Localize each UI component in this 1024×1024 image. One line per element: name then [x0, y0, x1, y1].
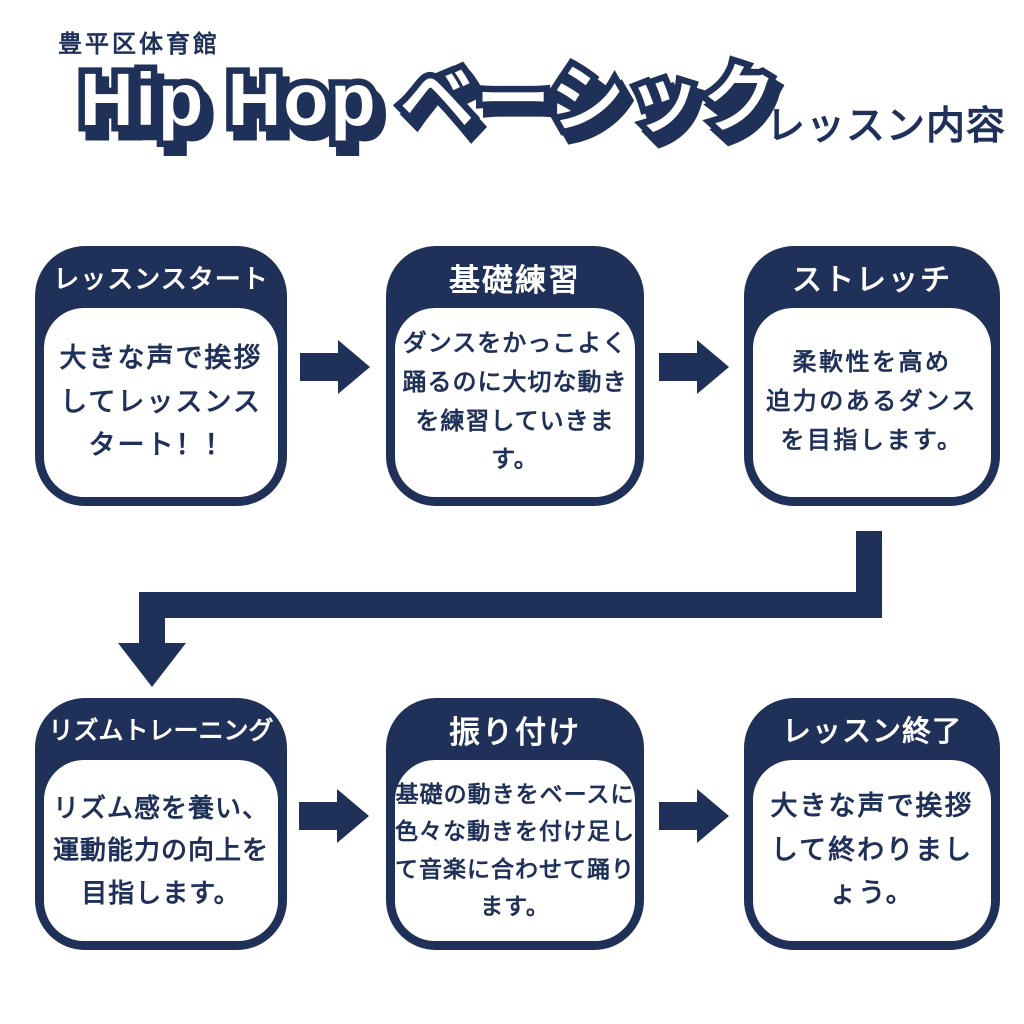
step-body: ダンスをかっこよく 踊るのに大切な動き を練習していきま す。	[402, 329, 628, 474]
step-title: 振り付け	[449, 714, 581, 750]
step-title: 基礎練習	[449, 262, 581, 298]
step-title: レッスン終了	[781, 716, 962, 748]
step-box-lesson-end: レッスン終了 大きな声で挨拶 して終わりまし ょう。	[744, 698, 1000, 950]
step-box-basic-practice: 基礎練習 ダンスをかっこよく 踊るのに大切な動き を練習していきま す。	[386, 246, 644, 506]
arrow-right-icon	[659, 789, 729, 843]
arrow-right-icon	[300, 340, 370, 394]
step-body: 柔軟性を高め 迫力のあるダンス を目指します。	[766, 349, 978, 454]
arrow-right-icon	[299, 789, 369, 843]
page-title: Hip Hop ベーシック Hip Hop ベーシック Hip Hop ベーシッ…	[74, 50, 791, 160]
step-box-lesson-start: レッスンスタート 大きな声で挨拶 してレッスンス タート！！	[35, 246, 287, 506]
page-title-fill: Hip Hop ベーシック	[80, 58, 779, 141]
step-box-choreography: 振り付け 基礎の動きをベースに 色々な動きを付け足し て音楽に合わせて踊り ます…	[386, 698, 644, 950]
step-panel: 大きな声で挨拶 してレッスンス タート！！	[44, 308, 278, 497]
step-title: ストレッチ	[792, 264, 952, 297]
page-title-suffix: レッスン内容	[766, 105, 1007, 148]
step-title: リズムトレーニング	[48, 717, 274, 745]
step-body: リズム感を養い、 運動能力の向上を 目指します。	[52, 793, 269, 908]
step-panel: リズム感を養い、 運動能力の向上を 目指します。	[44, 760, 278, 941]
arrow-right-icon	[659, 340, 729, 394]
step-box-rhythm-training: リズムトレーニング リズム感を養い、 運動能力の向上を 目指します。	[35, 698, 287, 950]
step-panel: 大きな声で挨拶 して終わりまし ょう。	[753, 760, 991, 941]
step-panel: 基礎の動きをベースに 色々な動きを付け足し て音楽に合わせて踊り ます。	[395, 760, 635, 941]
step-body: 大きな声で挨拶 してレッスンス タート！！	[59, 342, 263, 461]
step-title: レッスンスタート	[53, 263, 269, 294]
step-body: 基礎の動きをベースに 色々な動きを付け足し て音楽に合わせて踊り ます。	[395, 781, 635, 919]
step-box-stretch: ストレッチ 柔軟性を高め 迫力のあるダンス を目指します。	[744, 246, 1000, 506]
venue-label: 豊平区体育館	[58, 31, 220, 58]
page-title-shadow: Hip Hop ベーシック	[81, 61, 791, 157]
step-panel: 柔軟性を高め 迫力のあるダンス を目指します。	[753, 308, 991, 497]
step-body: 大きな声で挨拶 して終わりまし ょう。	[770, 790, 974, 909]
step-panel: ダンスをかっこよく 踊るのに大切な動き を練習していきま す。	[395, 308, 635, 497]
page-title-stroke: Hip Hop ベーシック	[74, 52, 784, 148]
